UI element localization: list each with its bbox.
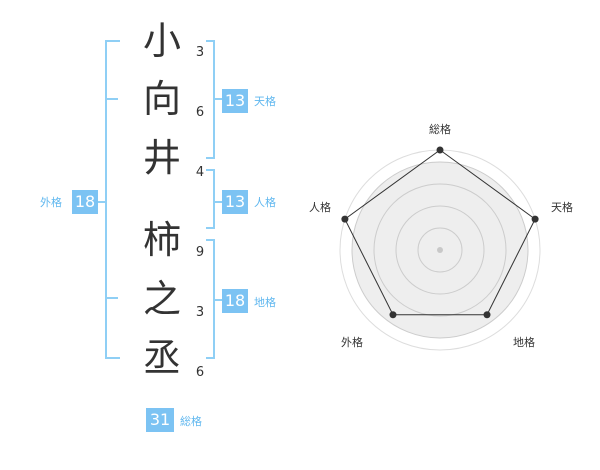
radar-ring [395,205,485,295]
jinkaku-value: 13 [222,190,248,214]
stroke-count-6: 6 [195,365,205,380]
gaikaku-value: 18 [72,190,98,214]
radar-point-5 [341,215,349,223]
radar-point-1 [436,146,444,154]
gaikaku-label: 外格 [40,196,62,209]
jinkaku-label: 人格 [254,196,276,209]
chikaku-value: 18 [222,289,248,313]
radar-series-polygon [344,149,536,316]
radar-label-tenkaku: 天格 [551,201,573,214]
radar-point-4 [389,311,397,319]
soukaku-label: 総格 [180,415,202,428]
name-char-1: 小 [142,19,181,63]
radar-label-soukaku: 総格 [429,123,451,136]
name-char-2: 向 [142,77,181,121]
radar-center [437,247,443,253]
name-char-6: 丞 [142,336,181,380]
stroke-count-1: 3 [195,45,205,60]
radar-ring [373,183,507,317]
chikaku-label: 地格 [254,296,276,309]
stroke-count-5: 3 [195,305,205,320]
stroke-count-4: 9 [195,245,205,260]
name-char-4: 柿 [142,218,181,262]
tenkaku-value: 13 [222,89,248,113]
radar-label-jinkaku: 人格 [309,201,331,214]
radar-label-gaikaku: 外格 [341,336,363,349]
soukaku-value: 31 [146,408,174,432]
stroke-count-3: 4 [195,165,205,180]
name-char-3: 井 [142,136,181,180]
radar-ring [417,227,463,273]
radar-point-3 [483,311,491,319]
radar-point-2 [531,215,539,223]
tenkaku-label: 天格 [254,95,276,108]
stroke-count-2: 6 [195,105,205,120]
radar-label-chikaku: 地格 [513,336,535,349]
name-char-5: 之 [142,277,181,321]
